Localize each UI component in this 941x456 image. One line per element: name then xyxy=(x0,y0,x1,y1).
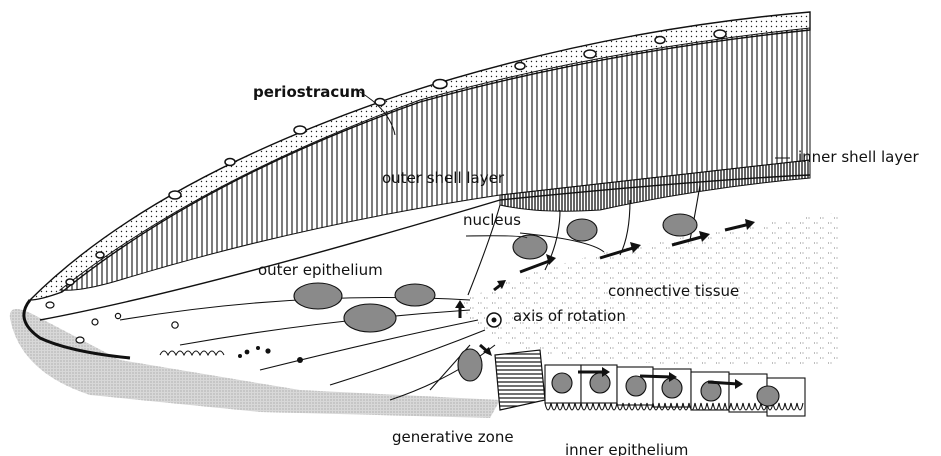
label-outer-epithelium: outer epithelium xyxy=(258,261,383,279)
label-inner-epithelium: inner epithelium xyxy=(565,441,688,456)
generative-zone-region xyxy=(495,350,545,410)
label-inner-shell-layer: inner shell layer xyxy=(798,148,919,166)
label-nucleus: nucleus xyxy=(463,211,521,229)
label-axis-of-rotation: axis of rotation xyxy=(513,307,626,325)
axis-of-rotation-marker xyxy=(487,313,501,327)
granules xyxy=(238,346,303,363)
label-outer-shell-layer: outer shell layer xyxy=(382,169,505,187)
label-connective-tissue: connective tissue xyxy=(608,282,739,300)
shadow-region xyxy=(10,309,500,418)
label-periostracum: periostracum xyxy=(253,83,366,101)
label-generative-zone: generative zone xyxy=(392,428,514,446)
outer-fold-microvilli xyxy=(160,351,224,355)
